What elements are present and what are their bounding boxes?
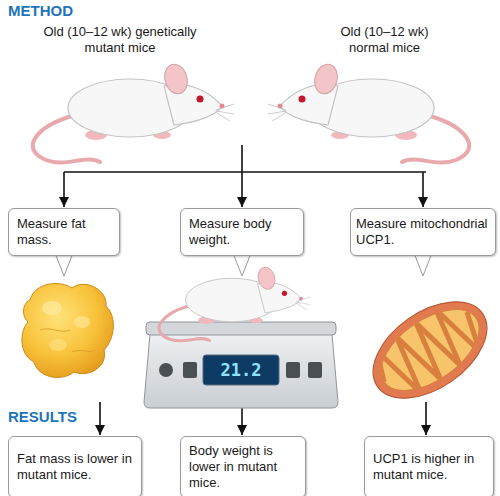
section-heading: METHOD	[8, 2, 128, 20]
mouse-figure	[268, 62, 469, 163]
result-box: Body weight is lower in mutant mice.	[180, 436, 306, 496]
mutant-mouse	[33, 62, 234, 163]
weighed-mouse	[159, 265, 310, 341]
fat-highlight	[74, 316, 90, 328]
scale-button	[159, 363, 173, 377]
normal-mouse	[268, 62, 469, 163]
outer-membrane	[356, 282, 500, 418]
group-caption: Old (10–12 wk) normal mice	[322, 24, 447, 56]
fat-highlight	[42, 301, 62, 315]
box-text: Fat mass is lower in mutant mice.	[17, 451, 133, 483]
box-text: Body weight is lower in mutant mice.	[189, 443, 297, 491]
section-heading: RESULTS	[8, 408, 128, 426]
branch-arrow	[422, 172, 424, 207]
box-text: Measure body weight.	[189, 216, 295, 248]
scale-button	[183, 362, 197, 378]
method-callout: Measure mitochondrial UCP1.	[350, 208, 496, 256]
scale-button	[308, 362, 322, 378]
method-callout: Measure fat mass.	[8, 208, 120, 256]
method-callout: Measure body weight.	[180, 208, 304, 256]
group-caption: Old (10–12 wk) genetically mutant mice	[35, 24, 205, 56]
box-text: Measure mitochondrial UCP1.	[356, 216, 490, 248]
mouse-figure	[159, 265, 310, 341]
box-text: UCP1 is higher in mutant mice.	[373, 451, 485, 483]
branch-arrow	[63, 172, 65, 207]
scale-button	[286, 362, 300, 378]
matrix	[367, 293, 493, 406]
box-text: Measure fat mass.	[17, 216, 111, 248]
fat-tissue	[22, 284, 113, 378]
scale-display	[203, 355, 279, 385]
mouse-figure	[33, 62, 234, 163]
fat-highlight	[49, 339, 67, 351]
mitochondrion	[356, 282, 500, 418]
branch-line	[64, 171, 426, 173]
scale-plate	[146, 322, 336, 335]
fat-blob	[22, 284, 113, 378]
scale-body	[144, 334, 338, 408]
branch-arrow	[241, 145, 243, 207]
weighing-scale	[144, 322, 338, 408]
fat-lobule	[40, 329, 96, 352]
branch-arrows	[64, 145, 426, 207]
result-box: UCP1 is higher in mutant mice.	[364, 436, 494, 496]
cristae	[367, 296, 490, 407]
result-box: Fat mass is lower in mutant mice.	[8, 436, 142, 496]
scale-reading: 21.2	[203, 360, 279, 380]
